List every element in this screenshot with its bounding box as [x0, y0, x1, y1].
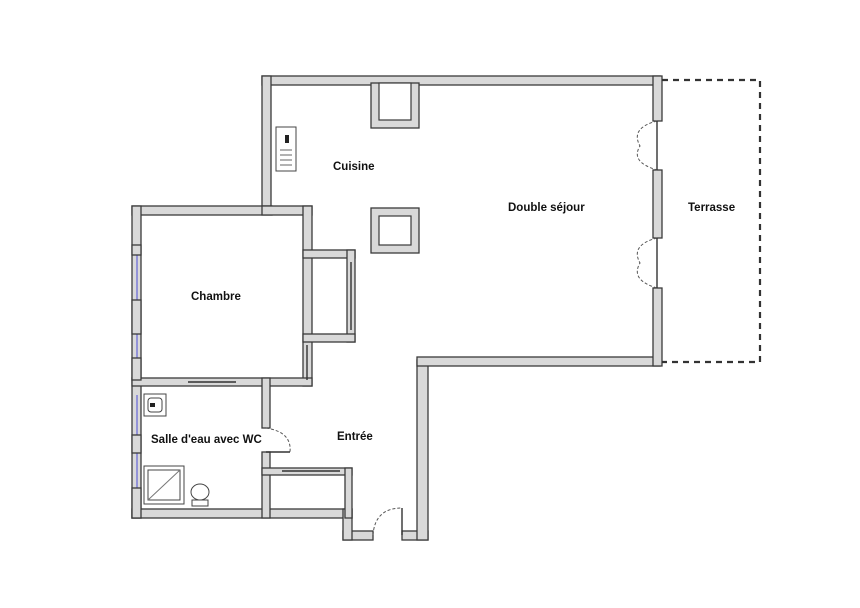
room-label-terrasse: Terrasse — [688, 202, 735, 214]
doors — [188, 120, 658, 536]
shower — [143, 465, 185, 505]
room-label-salle-eau: Salle d'eau avec WC — [151, 434, 262, 446]
exterior-walls — [131, 75, 663, 541]
toilet — [190, 483, 210, 507]
terrace-outline — [662, 78, 762, 364]
room-label-cuisine: Cuisine — [333, 161, 375, 173]
room-label-double-sejour: Double séjour — [508, 202, 585, 214]
kitchen-sink — [275, 126, 297, 172]
room-label-entree: Entrée — [337, 431, 373, 443]
washbasin — [143, 393, 167, 417]
kitchen-ducts — [370, 82, 420, 254]
left-windows — [131, 244, 142, 519]
room-label-chambre: Chambre — [191, 291, 241, 303]
